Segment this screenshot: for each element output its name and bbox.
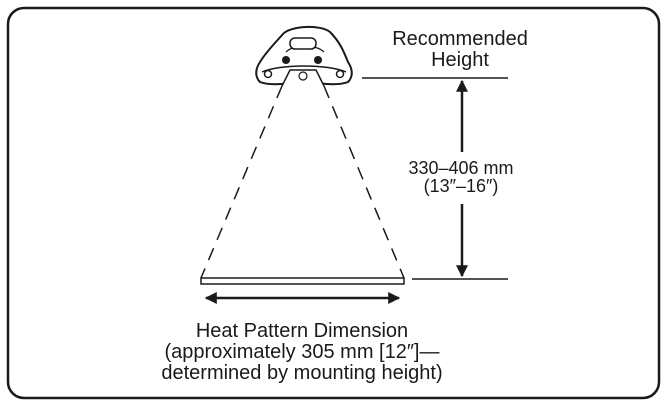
height-range-in: (13″–16″) (424, 176, 499, 196)
diagram-frame (6, 6, 661, 400)
recommended-height-label-line2: Height (431, 49, 489, 71)
heat-pattern-label-line2: (approximately 305 mm [12″]— (165, 341, 440, 363)
heat-pattern-bar (200, 277, 405, 285)
heat-pattern-label-line3: determined by mounting height) (161, 362, 442, 384)
beam-right-line (323, 85, 405, 279)
heat-pattern-label-line1: Heat Pattern Dimension (196, 320, 408, 342)
height-range-mm: 330–406 mm (408, 158, 513, 178)
heater-lamp-icon (255, 26, 353, 87)
recommended-height-label-line1: Recommended (392, 28, 528, 50)
beam-left-line (200, 85, 283, 279)
